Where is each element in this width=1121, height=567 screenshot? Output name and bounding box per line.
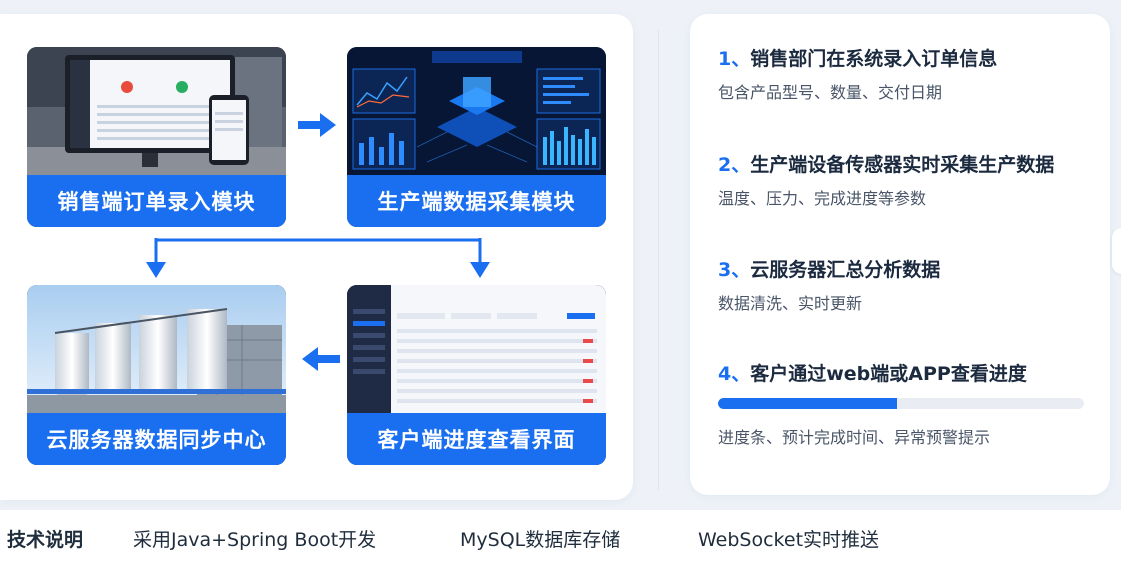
step-3: 3、云服务器汇总分析数据 数据清洗、实时更新 [718, 255, 940, 314]
step-desc: 数据清洗、实时更新 [718, 294, 863, 313]
step-1: 1、销售部门在系统录入订单信息 包含产品型号、数量、交付日期 [718, 44, 997, 103]
arrow-left-icon [302, 347, 340, 371]
footer-item: MySQL数据库存储 [460, 529, 621, 551]
progress-fill [718, 398, 898, 409]
scroll-handle[interactable] [1112, 228, 1121, 274]
panel-divider [658, 30, 659, 490]
module-card-cloud: 云服务器数据同步中心 [27, 285, 286, 465]
silo-facility-illustration [27, 285, 286, 413]
production-dashboard-illustration [347, 47, 606, 175]
module-label-client: 客户端进度查看界面 [347, 413, 606, 465]
step-2: 2、生产端设备传感器实时采集生产数据 温度、压力、完成进度等参数 [718, 150, 1054, 209]
step-4: 4、客户通过web端或APP查看进度 [718, 359, 1027, 386]
sales-desk-illustration [27, 47, 286, 175]
progress-bar [718, 398, 1084, 409]
footer-item: WebSocket实时推送 [698, 529, 880, 551]
module-card-production: 生产端数据采集模块 [347, 47, 606, 227]
arrow-down-icon [470, 262, 490, 278]
steps-panel [690, 14, 1110, 495]
footer-item: 采用Java+Spring Boot开发 [133, 529, 377, 551]
branch-connector [146, 238, 490, 278]
module-label-sales: 销售端订单录入模块 [27, 175, 286, 227]
footer-label: 技术说明 [7, 529, 84, 551]
step-desc: 温度、压力、完成进度等参数 [718, 189, 927, 208]
client-app-illustration [347, 285, 606, 413]
module-label-cloud: 云服务器数据同步中心 [27, 413, 286, 465]
step-title: 1、销售部门在系统录入订单信息 [718, 48, 998, 70]
step-desc: 包含产品型号、数量、交付日期 [718, 83, 943, 102]
step-4-desc-wrap: 进度条、预计完成时间、异常预警提示 [718, 424, 990, 448]
tech-footer: 技术说明 采用Java+Spring Boot开发 MySQL数据库存储 Web… [0, 510, 1121, 567]
step-title: 3、云服务器汇总分析数据 [718, 259, 941, 281]
step-title: 2、生产端设备传感器实时采集生产数据 [718, 154, 1055, 176]
arrow-down-icon [146, 262, 166, 278]
module-card-sales: 销售端订单录入模块 [27, 47, 286, 227]
module-label-production: 生产端数据采集模块 [347, 175, 606, 227]
step-title: 4、客户通过web端或APP查看进度 [718, 363, 1027, 385]
step-desc: 进度条、预计完成时间、异常预警提示 [718, 428, 991, 447]
arrow-right-icon [298, 113, 336, 137]
module-card-client: 客户端进度查看界面 [347, 285, 606, 465]
